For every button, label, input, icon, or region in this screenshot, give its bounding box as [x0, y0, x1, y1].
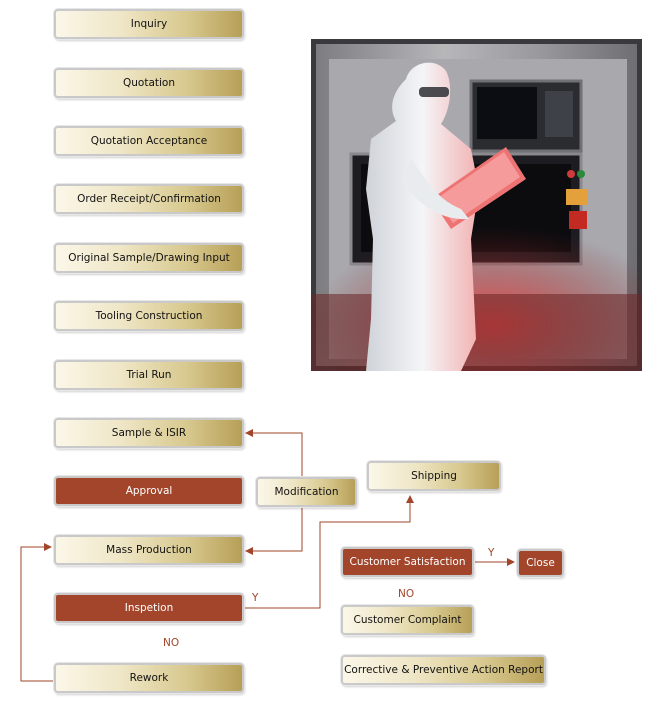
step-quotation-acceptance-label: Quotation Acceptance [90, 135, 208, 147]
step-original-sample: Original Sample/Drawing Input [54, 243, 244, 273]
step-rework-label: Rework [129, 672, 169, 684]
step-tooling-construction-label: Tooling Construction [95, 310, 203, 322]
connector-modification-to-mass-production [245, 507, 303, 555]
step-close: Close [517, 549, 564, 577]
step-customer-complaint-label: Customer Complaint [353, 614, 462, 626]
connector-rework-to-mass-production [20, 543, 54, 682]
cleanroom-photo [311, 39, 642, 371]
step-order-receipt-label: Order Receipt/Confirmation [77, 193, 221, 205]
connector-modification-to-sample [245, 429, 303, 477]
step-corrective-action: Corrective & Preventive Action Report [341, 655, 546, 685]
step-approval: Approval [54, 476, 244, 506]
cleanroom-technician-illustration [311, 39, 642, 371]
step-customer-complaint: Customer Complaint [341, 605, 474, 635]
step-corrective-action-label: Corrective & Preventive Action Report [344, 664, 543, 676]
step-quotation-acceptance: Quotation Acceptance [54, 126, 244, 156]
step-rework: Rework [54, 663, 244, 693]
step-original-sample-label: Original Sample/Drawing Input [68, 252, 230, 264]
step-tooling-construction: Tooling Construction [54, 301, 244, 331]
step-customer-satisfaction-label: Customer Satisfaction [349, 556, 466, 568]
step-sample-isir: Sample & ISIR [54, 418, 244, 448]
label-inspection-no: NO [163, 637, 180, 649]
step-trial-run-label: Trial Run [126, 369, 172, 381]
step-mass-production-label: Mass Production [106, 544, 192, 556]
step-inspection-label: Inspetion [124, 602, 174, 614]
step-trial-run: Trial Run [54, 360, 244, 390]
label-satisfaction-yes: Y [488, 547, 495, 559]
step-mass-production: Mass Production [54, 535, 244, 565]
step-customer-satisfaction: Customer Satisfaction [341, 547, 474, 577]
step-approval-label: Approval [125, 485, 173, 497]
step-shipping-label: Shipping [411, 470, 457, 482]
step-quotation: Quotation [54, 68, 244, 98]
step-quotation-label: Quotation [122, 77, 175, 89]
step-order-receipt: Order Receipt/Confirmation [54, 184, 244, 214]
step-sample-isir-label: Sample & ISIR [111, 427, 187, 439]
step-close-label: Close [526, 557, 555, 569]
connector-inspection-to-shipping [244, 495, 414, 609]
step-inquiry-label: Inquiry [130, 18, 168, 30]
label-satisfaction-no: NO [398, 588, 415, 600]
step-inspection: Inspetion [54, 593, 244, 623]
step-shipping: Shipping [367, 461, 501, 491]
step-modification: Modification [256, 477, 357, 507]
label-inspection-yes: Y [252, 592, 259, 604]
step-modification-label: Modification [274, 486, 339, 498]
step-inquiry: Inquiry [54, 9, 244, 39]
